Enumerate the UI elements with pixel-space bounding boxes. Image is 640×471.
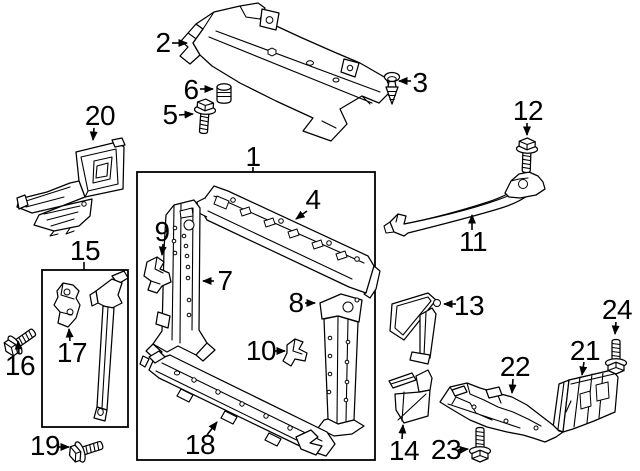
arrow-to-part-9 (158, 243, 167, 256)
callout-arrows (14, 39, 620, 454)
part-14-bracket (388, 369, 433, 424)
callout-5: 5 (162, 99, 178, 130)
arrow-to-part-22 (508, 378, 517, 394)
part-10-clip (282, 338, 308, 367)
callout-9: 9 (154, 216, 170, 247)
callout-6: 6 (183, 74, 199, 105)
callout-21: 21 (569, 335, 601, 366)
part-13-deflector (389, 292, 441, 365)
callout-11: 11 (458, 226, 488, 257)
callout-10: 10 (245, 335, 277, 366)
arrow-to-part-18 (206, 421, 218, 436)
callout-24: 24 (601, 294, 633, 325)
callout-15: 15 (69, 235, 101, 266)
part-4-upper-tie-bar (196, 185, 381, 299)
callout-20: 20 (84, 100, 116, 131)
arrow-to-part-16 (14, 340, 23, 355)
part-21-end-bracket (552, 369, 619, 433)
arrow-to-part-21 (579, 361, 588, 376)
arrow-to-part-20 (89, 127, 98, 141)
callout-19: 19 (29, 430, 61, 461)
part-11-brace (383, 171, 546, 237)
part-1-assembly-box (136, 171, 376, 461)
callout-18: 18 (184, 429, 216, 460)
part-20-bracket (16, 137, 126, 237)
part-7-side-support-left (145, 199, 216, 362)
part-18-lower-tie-bar (139, 350, 336, 457)
part-2-cover-panel (179, 2, 392, 142)
part-22-under-cover (439, 382, 572, 443)
arrow-to-part-23 (457, 445, 469, 454)
part-3-clip (383, 71, 401, 105)
callout-7: 7 (217, 265, 233, 296)
arrow-to-part-5 (178, 110, 194, 119)
callout-16: 16 (4, 350, 36, 381)
part-23-bolt (468, 426, 492, 463)
callout-8: 8 (288, 287, 304, 318)
callout-22: 22 (499, 351, 531, 382)
part-19-bolt (65, 434, 107, 467)
callout-12: 12 (512, 95, 544, 126)
arrow-to-part-14 (398, 424, 407, 440)
arrow-to-part-17 (65, 328, 74, 342)
part-6-clip-nut (216, 83, 232, 104)
part-9-clip (143, 256, 172, 294)
callout-4: 4 (305, 184, 321, 215)
part-24-bolt (604, 338, 628, 375)
arrow-to-part-4 (295, 210, 308, 220)
callout-14: 14 (388, 435, 420, 466)
part-12-bolt (515, 137, 539, 174)
callout-17: 17 (56, 337, 88, 368)
part-15-assembly-box (41, 269, 129, 428)
callout-2: 2 (155, 27, 171, 58)
part-15-stay-bar (89, 270, 129, 422)
callout-1: 1 (245, 141, 261, 172)
callout-23: 23 (430, 434, 462, 465)
arrow-to-part-24 (611, 321, 620, 335)
part-17-bracket (53, 282, 81, 328)
callout-3: 3 (412, 67, 428, 98)
callout-13: 13 (453, 290, 485, 321)
part-8-side-support-right (311, 293, 365, 439)
